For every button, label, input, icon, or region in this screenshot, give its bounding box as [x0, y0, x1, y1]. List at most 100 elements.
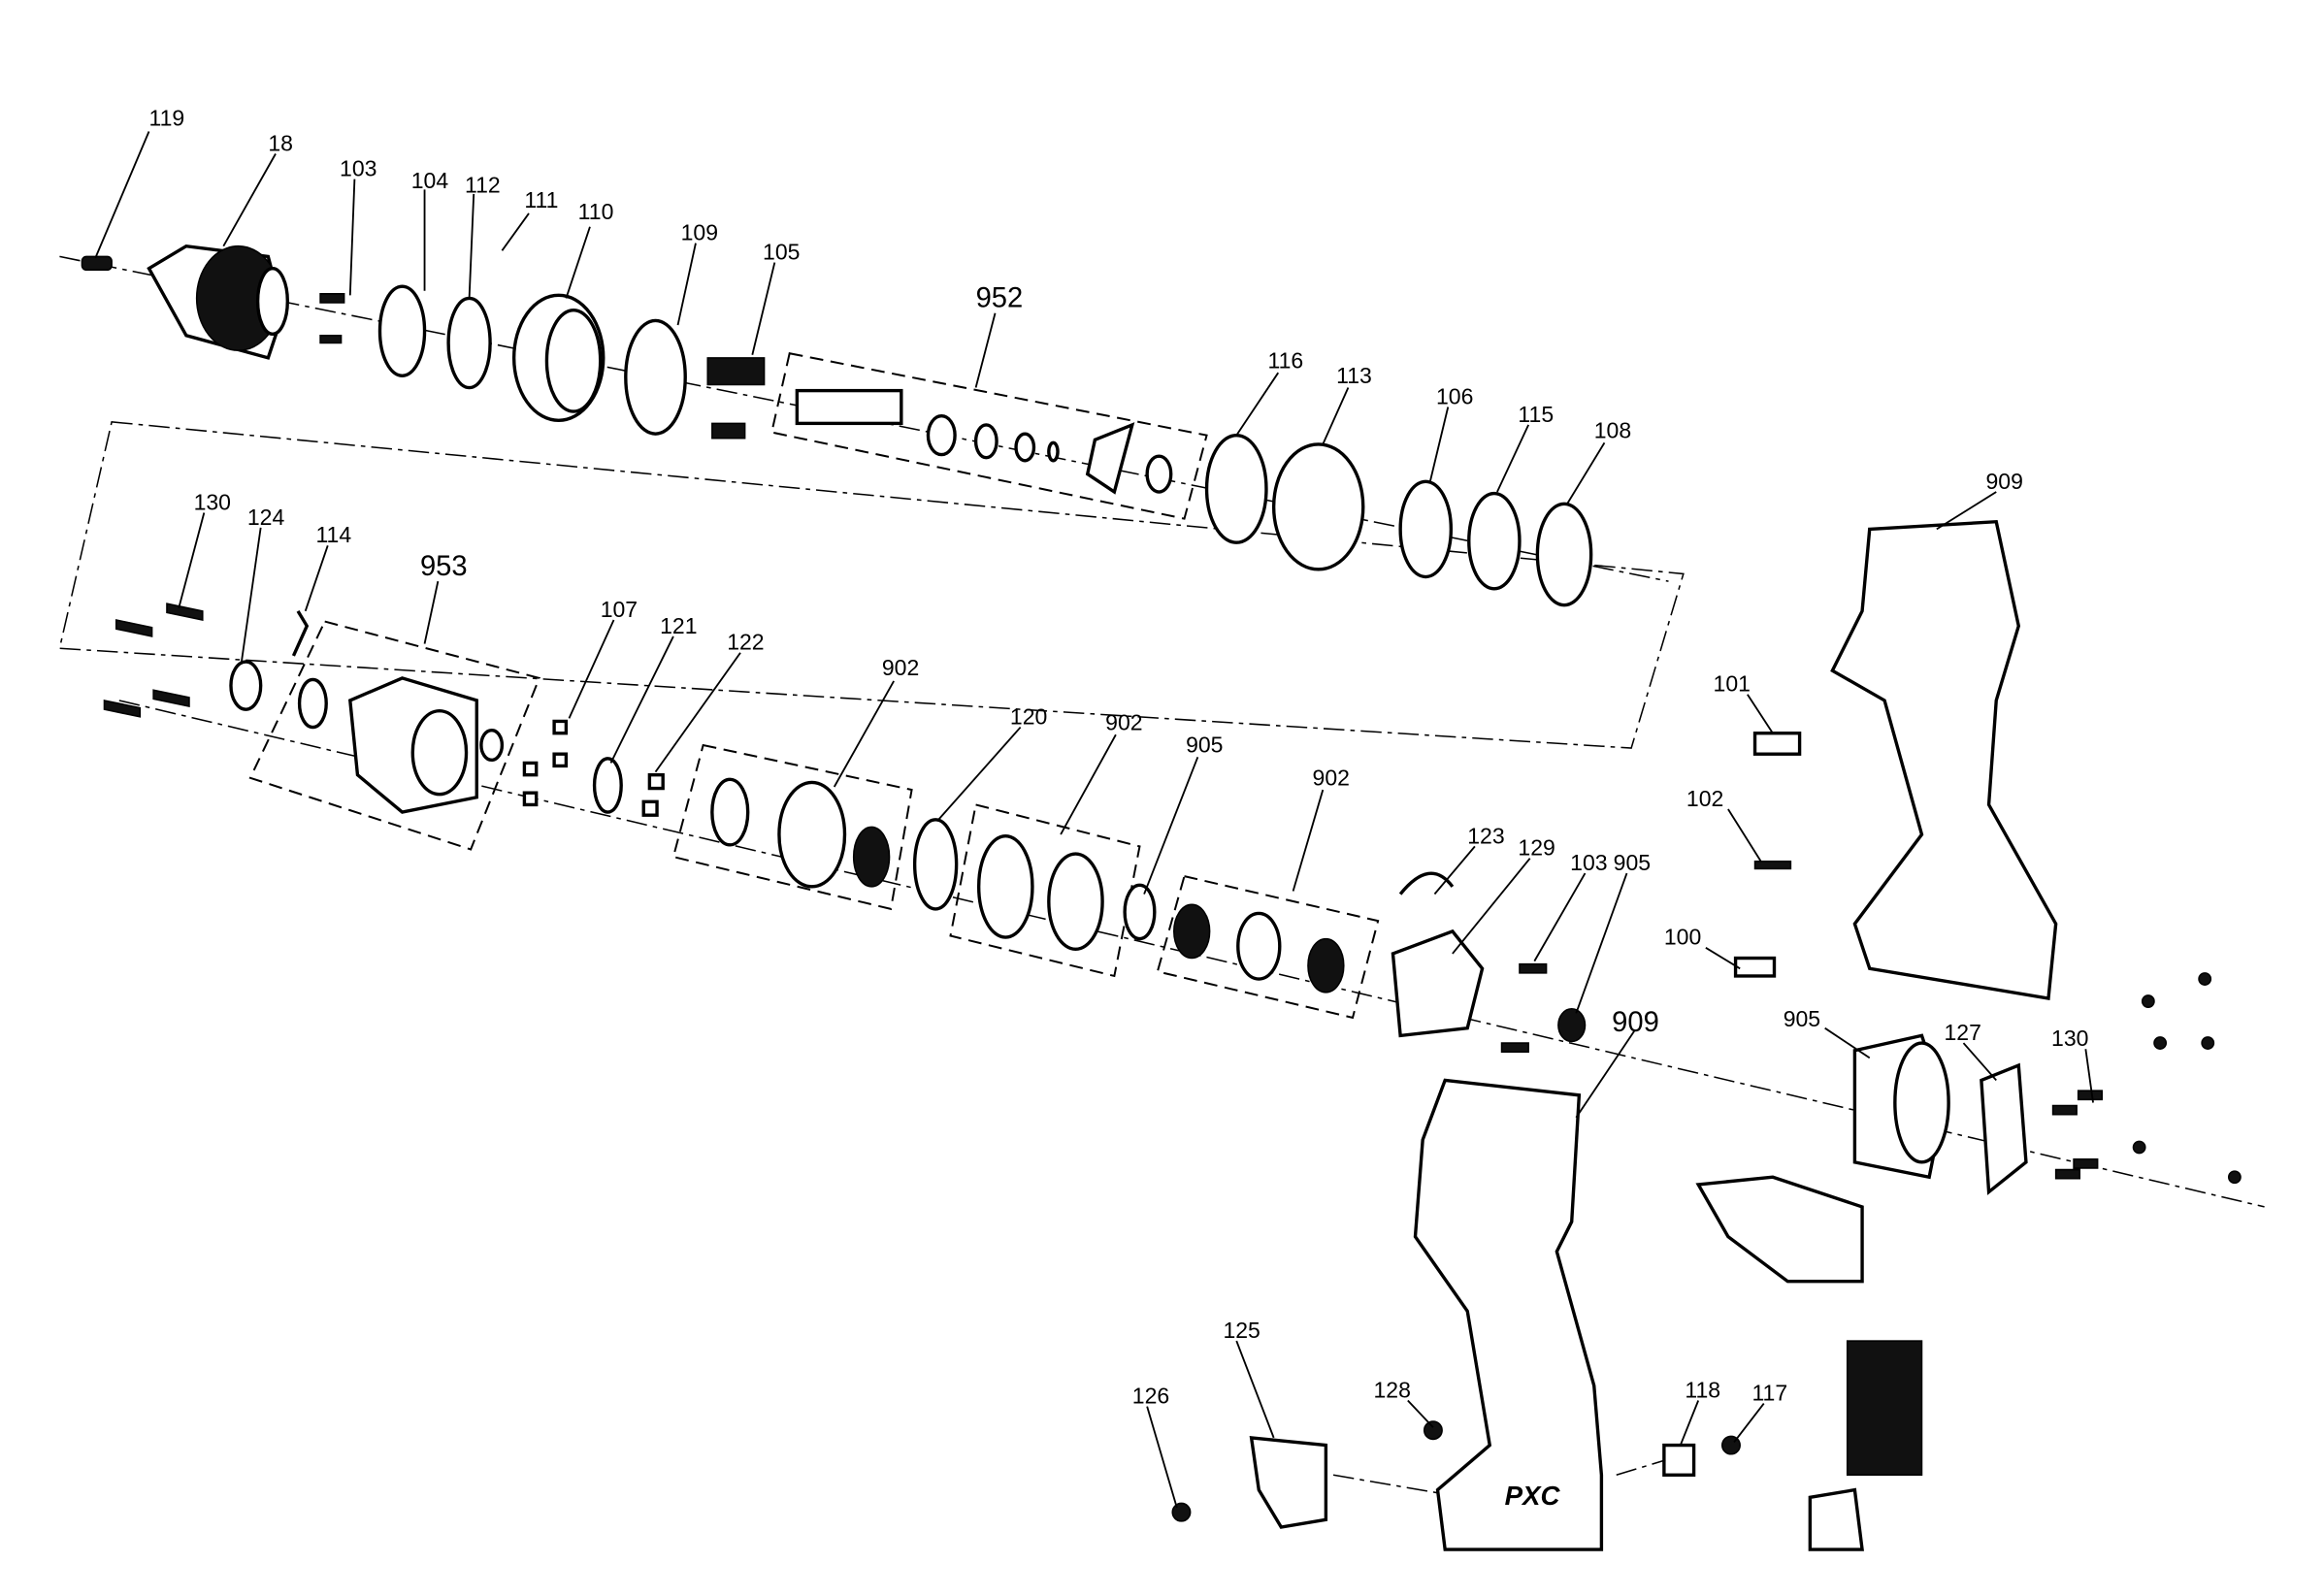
callout-label: 106: [1436, 383, 1473, 408]
callout-label: 103: [1570, 850, 1607, 875]
callout-label: 107: [601, 597, 638, 622]
callout-label: 120: [1010, 704, 1047, 730]
part-trigger-switch: [1695, 1175, 1864, 1284]
callout-label: 117: [1751, 1381, 1787, 1406]
callout-labels: 119 18 103 104 112 111 110 109 105 952 116 113 106 11…: [149, 105, 2089, 1408]
callout-label: 909: [1985, 469, 2022, 494]
callout-label: 112: [465, 172, 501, 197]
part-ring-113: [1271, 442, 1365, 571]
bottom-axis: [1332, 1459, 1666, 1494]
part-gearbox-bore: [410, 708, 469, 797]
callout-label: 902: [882, 655, 919, 680]
part-clip-114: [291, 609, 310, 657]
part-screw-126: [1171, 1502, 1192, 1522]
callout-label: 109: [681, 220, 718, 245]
part-sleeve-110-inner: [544, 309, 603, 413]
callout-label: 105: [763, 240, 800, 265]
part-switch-101: [1752, 732, 1802, 756]
callout-label: 108: [1594, 418, 1631, 443]
brand-logo: PXC: [1505, 1481, 1561, 1511]
callout-label: 110: [578, 199, 614, 224]
part-lock-piece: [1085, 422, 1135, 495]
part-belt-clip-125: [1249, 1435, 1328, 1529]
part-balls-107: [522, 719, 665, 817]
part-gearbox-washer: [479, 728, 505, 763]
part-carrier-c: [1236, 911, 1282, 981]
part-washer-120: [912, 818, 959, 911]
part-ring-gear-a: [777, 780, 847, 889]
callout-label: 114: [315, 522, 351, 547]
part-capacitor: [1846, 1340, 1923, 1477]
part-screws-130-left: [103, 603, 204, 718]
callout-label: 116: [1268, 348, 1304, 374]
callout-label: 125: [1223, 1318, 1260, 1343]
callout-label: 118: [1685, 1377, 1720, 1402]
callout-label: 126: [1132, 1384, 1169, 1409]
part-clip-116: [1204, 433, 1268, 544]
callout-label: 103: [340, 156, 376, 181]
group-box-902-c: [1156, 874, 1380, 1020]
callout-label: 18: [268, 130, 293, 155]
callout-label: 902: [1105, 710, 1142, 735]
part-housing-half-909-top: [1830, 519, 2058, 1000]
callout-label: 111: [524, 187, 558, 212]
part-spring-124: [229, 660, 263, 711]
group-box-953: [248, 620, 541, 851]
callout-label: 124: [247, 505, 285, 530]
part-pin-102: [1753, 860, 1792, 870]
callout-label: 905: [1186, 733, 1223, 758]
part-led-118: [1662, 1443, 1696, 1477]
part-planet-gears-c: [1307, 937, 1345, 993]
callout-label: 121: [660, 613, 697, 638]
part-motor-face: [1893, 1041, 1950, 1164]
part-endcap-127: [1980, 1062, 2028, 1195]
part-ring-gear-b: [976, 833, 1034, 939]
callout-label: 905: [1784, 1006, 1820, 1031]
callout-label: 953: [420, 551, 468, 582]
part-housing-half-909-bottom: [1413, 1078, 1604, 1551]
part-ring-115: [1467, 491, 1522, 591]
part-terminal-block: [1808, 1487, 1864, 1551]
callout-label: 104: [411, 168, 449, 193]
part-springs-105: [706, 357, 766, 440]
assembly-group-boxes: [248, 352, 1380, 1020]
part-screws-103-motor: [1500, 962, 1548, 1054]
callout-label: 123: [1467, 823, 1504, 848]
part-ring-106: [1398, 479, 1454, 579]
callout-label: 128: [1374, 1377, 1411, 1402]
part-housing-109: [624, 318, 687, 436]
part-nut-905: [1557, 1007, 1587, 1043]
part-ring-112: [446, 296, 492, 390]
group-box-952: [770, 352, 1208, 520]
callout-label: 952: [976, 283, 1024, 314]
part-washer-108: [1535, 502, 1593, 607]
group-box-902-b: [949, 803, 1141, 978]
callout-label: 127: [1945, 1020, 1981, 1045]
callout-label: 102: [1686, 786, 1723, 811]
callout-label: 115: [1518, 402, 1554, 427]
callout-label: 130: [194, 489, 231, 514]
part-lever-100: [1733, 956, 1777, 978]
callout-label: 119: [149, 105, 185, 130]
part-spring-123: [1398, 871, 1455, 896]
callout-label: 902: [1313, 765, 1350, 790]
part-spindle-rings: [926, 414, 1173, 494]
callout-label: 122: [727, 630, 764, 655]
part-screws-130-right: [2051, 972, 2242, 1185]
part-planet-gears-a: [852, 826, 891, 888]
part-bearing: [297, 677, 328, 730]
parts: PXC: [81, 244, 2242, 1551]
part-carrier-905: [1123, 883, 1157, 941]
part-housing-129: [1391, 928, 1485, 1038]
part-plate-104: [377, 284, 427, 377]
part-planet-gears-b: [1173, 903, 1211, 960]
callout-label: 905: [1614, 850, 1651, 875]
group-box-902-a: [671, 743, 913, 911]
callout-label: 130: [2051, 1026, 2088, 1051]
part-spindle: [795, 388, 903, 426]
part-chuck-face: [255, 267, 289, 336]
callout-label: 909: [1612, 1007, 1659, 1038]
callout-label: 113: [1336, 363, 1372, 388]
leader-lines: [94, 131, 2094, 1509]
